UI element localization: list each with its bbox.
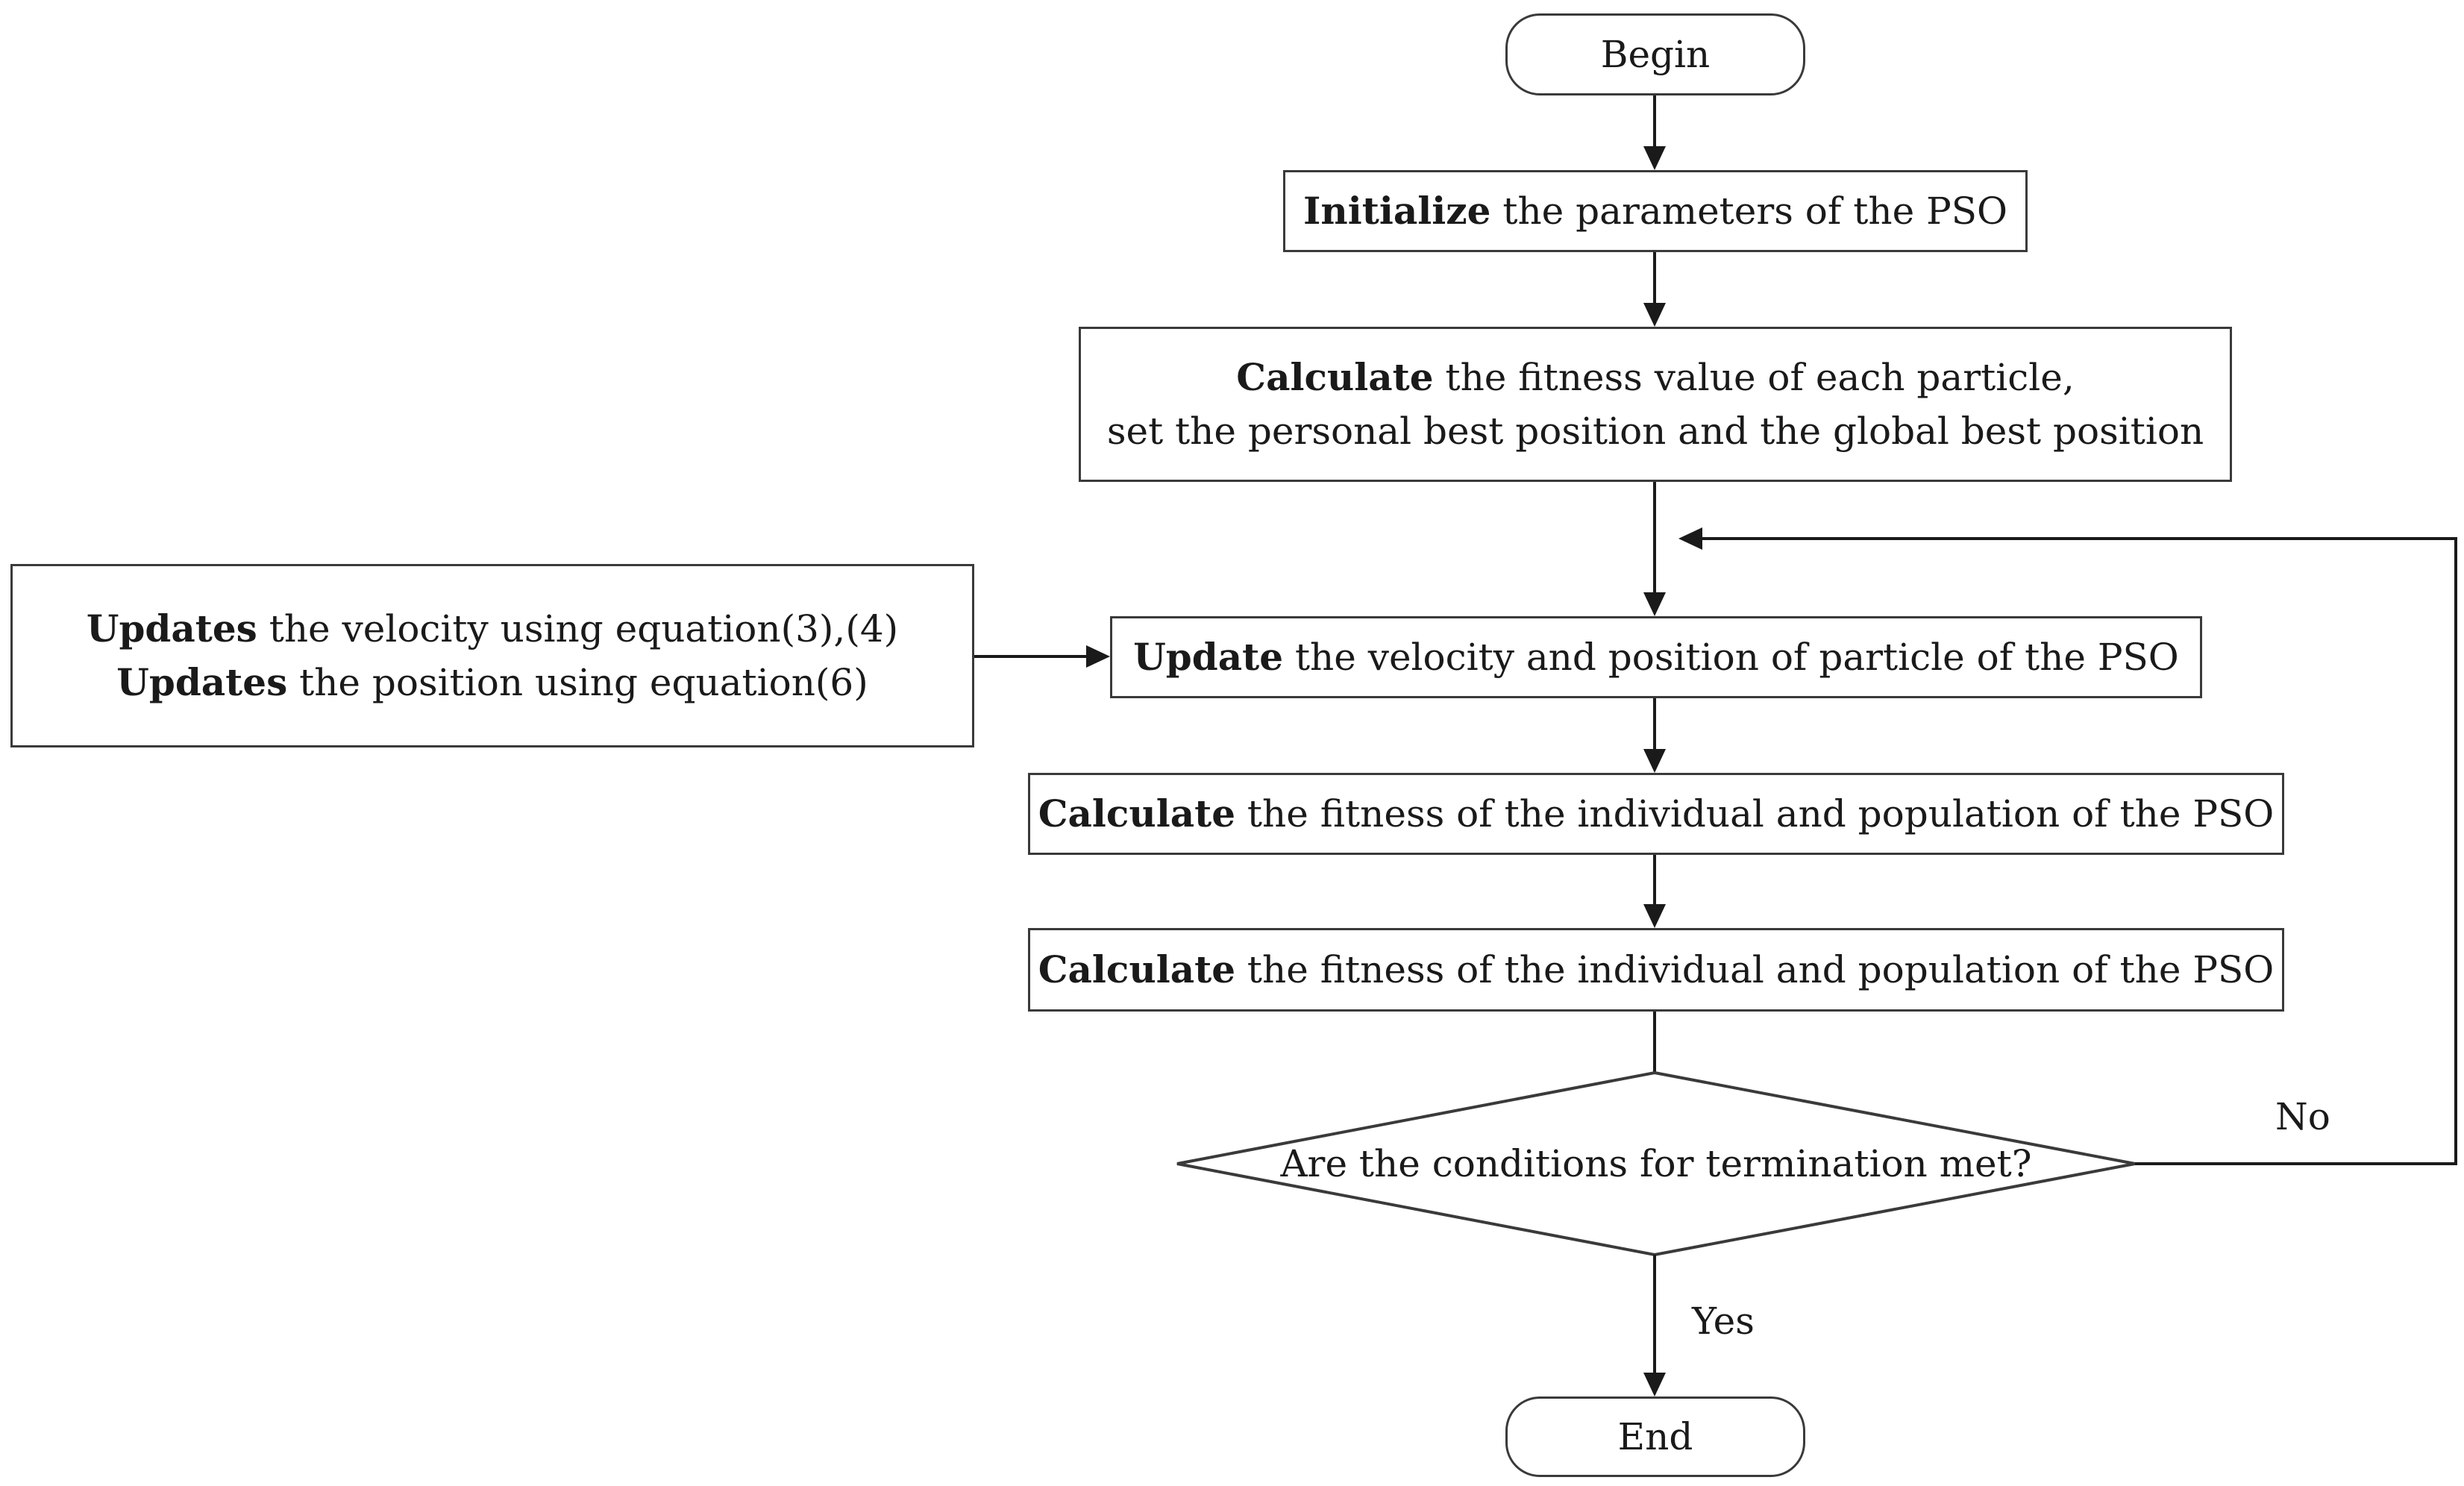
no-label: No [2275, 1095, 2330, 1138]
calc-fitness-2-text: Calculate the fitness of the individual … [1038, 943, 2275, 997]
arrowhead-calc-fitness-value-to-update [1643, 592, 1666, 616]
calc-fitness-2-keyword: Calculate [1038, 947, 1236, 991]
updates-note-line2: Updates the position using equation(6) [116, 656, 868, 710]
arrowhead-updates-note-to-update [1086, 645, 1110, 668]
calc-fitness-value-step: Calculate the fitness value of each part… [1079, 327, 2232, 482]
updates-note-line2-keyword: Updates [116, 660, 288, 704]
calc-fitness-value-line2: set the personal best position and the g… [1106, 410, 2204, 453]
arrowhead-no-loop [1678, 527, 1702, 550]
calc-fitness-1-text: Calculate the fitness of the individual … [1038, 787, 2275, 841]
update-velocity-text: Update the velocity and position of part… [1133, 630, 2179, 685]
calc-fitness-1-rest: the fitness of the individual and popula… [1235, 791, 2275, 836]
yes-label: Yes [1692, 1300, 1755, 1343]
arrowhead-decision-to-end [1643, 1373, 1666, 1396]
updates-note-line2-rest: the position using equation(6) [287, 661, 868, 704]
calc-fitness-individual-population-step-2: Calculate the fitness of the individual … [1028, 928, 2284, 1012]
begin-label: Begin [1600, 32, 1711, 76]
updates-note-line1-keyword: Updates [86, 606, 257, 650]
update-velocity-rest: the velocity and position of particle of… [1283, 635, 2179, 679]
calc-fitness-value-keyword: Calculate [1236, 354, 1434, 399]
arrowhead-initialize-to-calc-fitness-value [1643, 303, 1666, 327]
updates-note-line1-rest: the velocity using equation(3),(4) [257, 606, 899, 650]
calc-fitness-value-line1-rest: the fitness value of each particle, [1433, 355, 2075, 399]
calc-fitness-value-line1: Calculate the fitness value of each part… [1236, 351, 2074, 405]
arrowhead-calc-fitness-1-to-calc-fitness-2 [1643, 904, 1666, 928]
initialize-rest: the parameters of the PSO [1490, 189, 2007, 233]
initialize-keyword: Initialize [1303, 188, 1491, 233]
update-velocity-keyword: Update [1133, 634, 1284, 679]
update-velocity-position-step: Update the velocity and position of part… [1110, 616, 2202, 698]
end-terminal: End [1505, 1396, 1805, 1477]
arrowhead-begin-to-initialize [1643, 146, 1666, 170]
calc-fitness-2-rest: the fitness of the individual and popula… [1235, 947, 2275, 991]
updates-note-line1: Updates the velocity using equation(3),(… [87, 602, 898, 656]
termination-question: Are the conditions for termination met? [1280, 1142, 2032, 1185]
initialize-text: Initialize the parameters of the PSO [1303, 184, 2007, 239]
calc-fitness-1-keyword: Calculate [1038, 791, 1236, 836]
updates-equations-note: Updates the velocity using equation(3),(… [10, 564, 974, 747]
loop-no-connector [1702, 537, 2457, 1165]
begin-terminal: Begin [1505, 13, 1805, 95]
calc-fitness-individual-population-step-1: Calculate the fitness of the individual … [1028, 773, 2284, 855]
arrowhead-update-to-calc-fitness-1 [1643, 749, 1666, 773]
end-label: End [1617, 1414, 1693, 1458]
initialize-step: Initialize the parameters of the PSO [1283, 170, 2028, 252]
